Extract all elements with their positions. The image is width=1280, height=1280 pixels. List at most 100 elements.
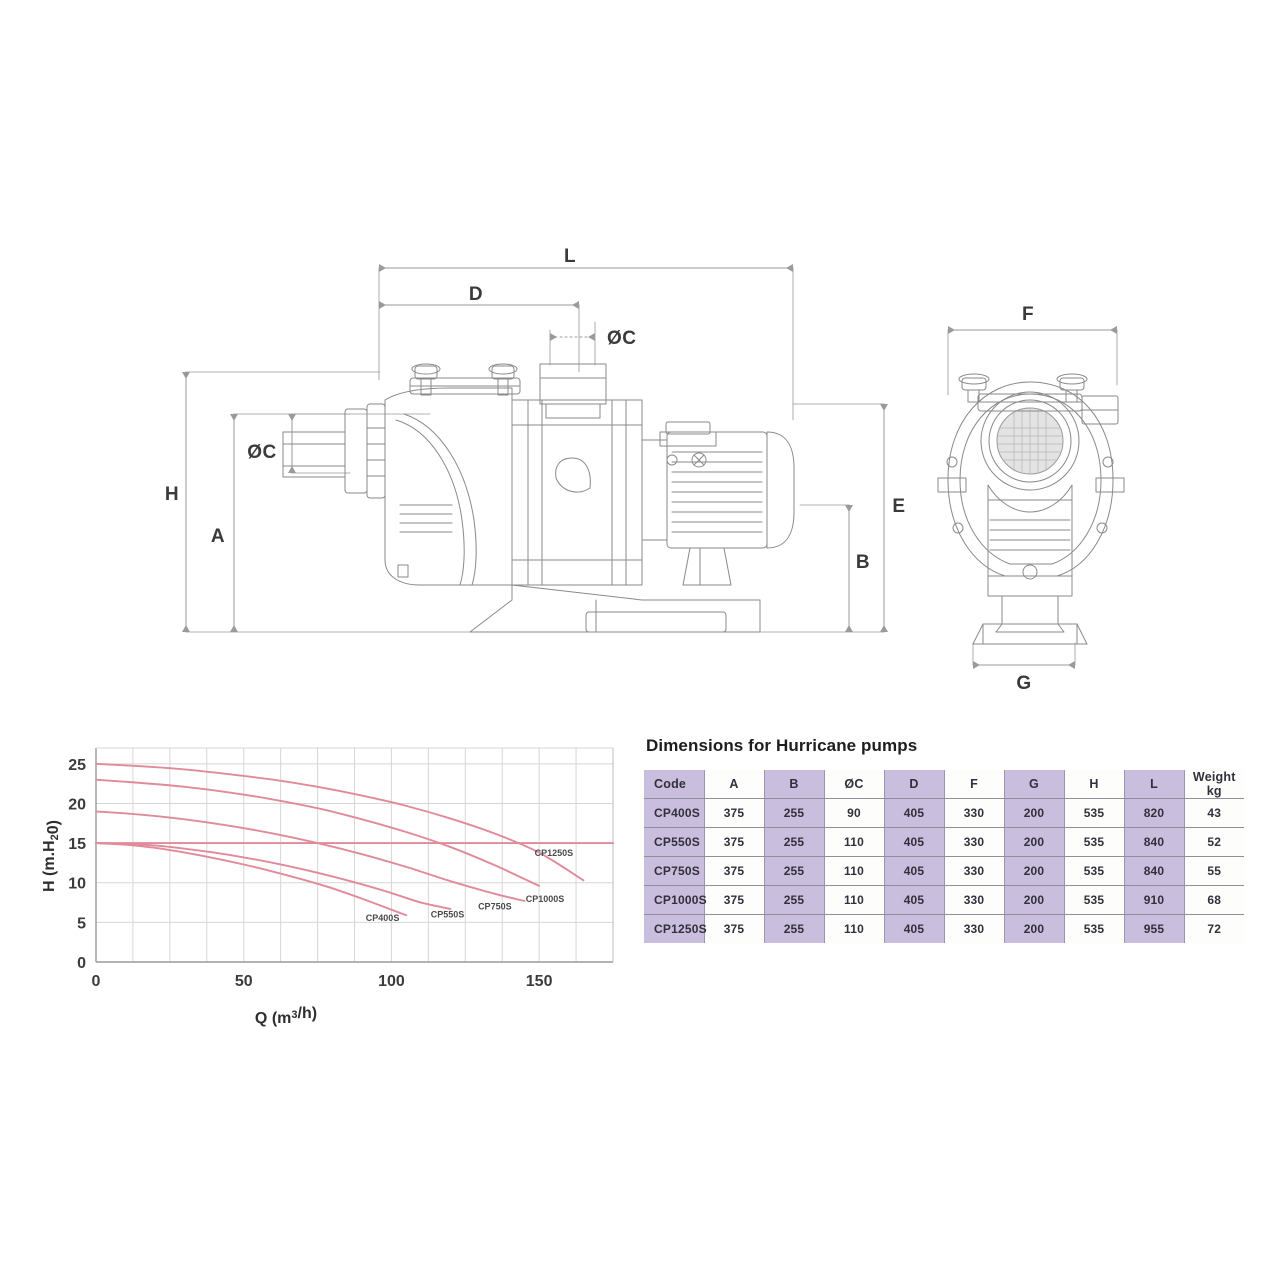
dim-label-L: L — [564, 246, 576, 267]
table-cell-D: 405 — [883, 914, 944, 943]
table-cell-OC: 110 — [823, 827, 884, 857]
y-tick-label: 0 — [77, 955, 86, 972]
table-cell-L: 840 — [1123, 856, 1184, 886]
table-cell-F: 330 — [943, 885, 1004, 915]
table-cell-B: 255 — [763, 856, 824, 886]
table-cell-L: 820 — [1123, 798, 1184, 828]
table-cell-G: 200 — [1003, 827, 1064, 857]
dim-label-A: A — [211, 526, 225, 547]
table-cell-OC: 110 — [823, 914, 884, 943]
table-cell-H: 535 — [1063, 798, 1124, 828]
table-cell-H: 535 — [1063, 827, 1124, 857]
curve-label-CP400S: CP400S — [366, 913, 400, 923]
table-cell-F: 330 — [943, 856, 1004, 886]
dimension-line-L — [378, 264, 794, 421]
y-tick-label: 20 — [68, 796, 86, 813]
table-header-H: H — [1063, 770, 1124, 799]
table-header-weight: Weight kg — [1183, 770, 1244, 799]
dim-label-D: D — [469, 284, 483, 305]
dimension-line-D — [378, 301, 580, 373]
table-header-F: F — [943, 770, 1004, 799]
x-tick-label: 150 — [526, 973, 553, 990]
dim-label-OC-left: ØC — [247, 442, 277, 463]
table-cell-H: 535 — [1063, 914, 1124, 943]
dim-label-OC-top: ØC — [607, 328, 637, 349]
table-header-code: Code — [644, 770, 704, 799]
dimension-line-H — [182, 371, 471, 633]
x-tick-label: 0 — [92, 973, 101, 990]
table-cell-code: CP1000S — [644, 885, 707, 915]
table-cell-H: 535 — [1063, 885, 1124, 915]
curve-CP750S — [95, 810, 526, 902]
table-cell-A: 375 — [703, 885, 764, 915]
table-cell-OC: 110 — [823, 885, 884, 915]
table-header-A: A — [703, 770, 764, 799]
table-cell-A: 375 — [703, 798, 764, 828]
x-axis-title: Q (m3/h) — [255, 1005, 317, 1027]
y-tick-label: 15 — [68, 836, 86, 853]
y-tick-label: 25 — [68, 757, 86, 774]
table-cell-weight: 72 — [1183, 914, 1244, 943]
y-tick-label: 10 — [68, 876, 86, 893]
table-cell-L: 910 — [1123, 885, 1184, 915]
table-cell-G: 200 — [1003, 885, 1064, 915]
table-cell-B: 255 — [763, 798, 824, 828]
table-cell-A: 375 — [703, 827, 764, 857]
curve-CP1000S — [95, 778, 541, 887]
table-cell-F: 330 — [943, 827, 1004, 857]
table-cell-D: 405 — [883, 827, 944, 857]
table-cell-H: 535 — [1063, 856, 1124, 886]
table-cell-weight: 43 — [1183, 798, 1244, 828]
table-cell-OC: 110 — [823, 856, 884, 886]
technical-drawings: L D ØC H A ØC E B F G — [165, 246, 1125, 694]
curve-label-CP1000S: CP1000S — [526, 894, 565, 904]
table-cell-L: 955 — [1123, 914, 1184, 943]
dim-label-F: F — [1022, 304, 1034, 325]
dim-label-G: G — [1016, 673, 1031, 694]
table-cell-D: 405 — [883, 885, 944, 915]
table-cell-weight: 68 — [1183, 885, 1244, 915]
chart-tick-labels: 0 5 10 15 20 25 0 50 100 150 — [68, 757, 552, 990]
table-cell-weight: 55 — [1183, 856, 1244, 886]
table-cell-G: 200 — [1003, 856, 1064, 886]
table-cell-A: 375 — [703, 914, 764, 943]
y-tick-label: 5 — [77, 915, 86, 932]
table-cell-code: CP400S — [644, 798, 704, 828]
dim-label-B: B — [856, 552, 870, 573]
table-cell-code: CP750S — [644, 856, 704, 886]
pump-side-body — [282, 363, 795, 633]
curve-CP400S — [95, 842, 408, 917]
curve-label-CP750S: CP750S — [478, 902, 512, 912]
table-title: Dimensions for Hurricane pumps — [646, 736, 918, 755]
table-header-G: G — [1003, 770, 1064, 799]
dim-label-E: E — [892, 496, 905, 517]
table-header-L: L — [1123, 770, 1184, 799]
table-cell-G: 200 — [1003, 798, 1064, 828]
table-cell-B: 255 — [763, 885, 824, 915]
dimension-line-B — [799, 504, 853, 633]
table-cell-A: 375 — [703, 856, 764, 886]
pump-front-body — [937, 373, 1125, 645]
curve-label-CP550S: CP550S — [431, 910, 465, 920]
table-cell-B: 255 — [763, 914, 824, 943]
table-cell-D: 405 — [883, 798, 944, 828]
chart-curves — [95, 762, 614, 917]
dim-label-H: H — [165, 484, 179, 505]
dimension-line-OC-top — [549, 321, 596, 366]
x-tick-label: 100 — [378, 973, 405, 990]
table-header-OC: ØC — [823, 770, 884, 799]
dimension-line-G — [972, 642, 1076, 669]
dimension-line-E — [759, 403, 888, 633]
x-tick-label: 50 — [235, 973, 253, 990]
table-cell-D: 405 — [883, 856, 944, 886]
curve-CP550S — [95, 842, 452, 910]
table-cell-F: 330 — [943, 798, 1004, 828]
table-cell-code: CP550S — [644, 827, 704, 857]
